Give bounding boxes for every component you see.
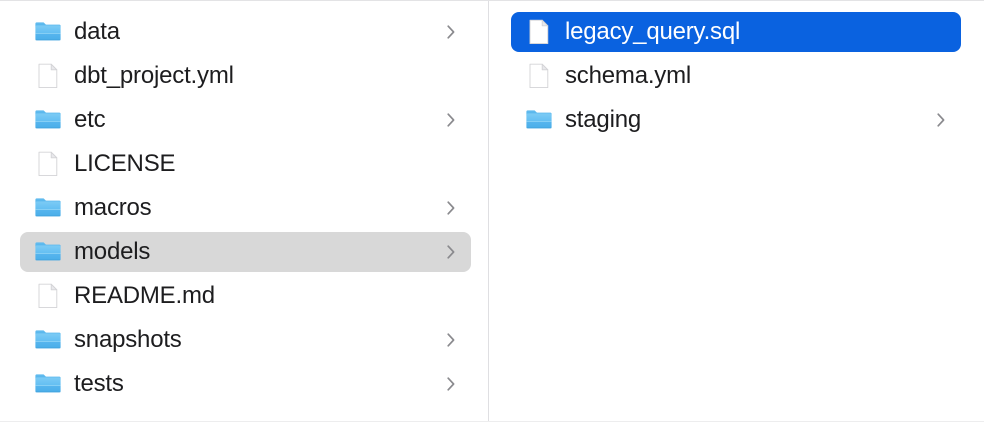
file-row[interactable]: etc — [20, 100, 471, 140]
chevron-right-icon[interactable] — [445, 374, 457, 394]
folder-icon — [524, 105, 554, 135]
file-row[interactable]: dbt_project.yml — [20, 56, 471, 96]
file-row[interactable]: staging — [511, 100, 961, 140]
file-row-label: dbt_project.yml — [74, 62, 234, 89]
file-row[interactable]: snapshots — [20, 320, 471, 360]
document-icon — [33, 149, 63, 179]
file-row[interactable]: legacy_query.sql — [511, 12, 961, 52]
file-row[interactable]: schema.yml — [511, 56, 961, 96]
chevron-right-icon[interactable] — [445, 242, 457, 262]
file-row-label: LICENSE — [74, 150, 176, 177]
folder-icon — [33, 325, 63, 355]
file-row[interactable]: data — [20, 12, 471, 52]
file-row-label: macros — [74, 194, 152, 221]
chevron-right-icon[interactable] — [935, 110, 947, 130]
file-column-child: legacy_query.sql schema.yml staging — [489, 1, 983, 421]
folder-icon — [33, 193, 63, 223]
file-row[interactable]: tests — [20, 364, 471, 404]
file-row[interactable]: models — [20, 232, 471, 272]
file-row-label: staging — [565, 106, 641, 133]
file-row-label: schema.yml — [565, 62, 692, 89]
document-icon — [524, 61, 554, 91]
document-icon — [524, 17, 554, 47]
chevron-right-icon[interactable] — [445, 110, 457, 130]
file-row-label: README.md — [74, 282, 215, 309]
file-row[interactable]: README.md — [20, 276, 471, 316]
file-row[interactable]: macros — [20, 188, 471, 228]
folder-icon — [33, 17, 63, 47]
file-row-label: snapshots — [74, 326, 182, 353]
file-row-label: etc — [74, 106, 106, 133]
file-row-label: data — [74, 18, 120, 45]
folder-icon — [33, 105, 63, 135]
chevron-right-icon[interactable] — [445, 22, 457, 42]
folder-icon — [33, 369, 63, 399]
chevron-right-icon[interactable] — [445, 198, 457, 218]
document-icon — [33, 281, 63, 311]
file-row-label: models — [74, 238, 151, 265]
file-row-label: tests — [74, 370, 124, 397]
document-icon — [33, 61, 63, 91]
file-row[interactable]: LICENSE — [20, 144, 471, 184]
file-row-label: legacy_query.sql — [565, 18, 741, 45]
chevron-right-icon[interactable] — [445, 330, 457, 350]
folder-icon — [33, 237, 63, 267]
